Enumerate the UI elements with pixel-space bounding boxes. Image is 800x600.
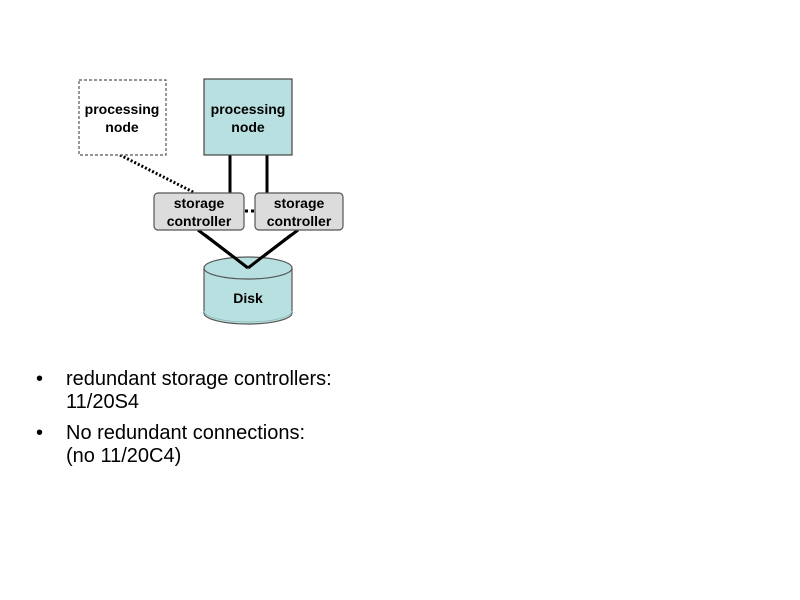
processing-node-optional: processing node [79,80,166,155]
storage-controller-right-label-line1: storage [274,195,325,211]
bullet-text: No redundant connections: (no 11/20C4) [66,422,305,467]
processing-node-label-line2: node [231,119,265,135]
edge-optional-node-to-left-controller [120,155,195,193]
bullet-item: • redundant storage controllers: 11/20S4 [36,368,332,414]
storage-controller-left: storage controller [154,193,244,230]
processing-node-label-line1: processing [211,101,286,117]
storage-controller-left-label-line1: storage [174,195,225,211]
storage-controller-left-label-line2: controller [167,213,232,229]
bullet-text: redundant storage controllers: 11/20S4 [66,368,332,413]
storage-controller-right-label-line2: controller [267,213,332,229]
redundancy-diagram: processing node processing node storage … [0,0,800,360]
processing-node-optional-label-line1: processing [85,101,160,117]
bullet-list: • redundant storage controllers: 11/20S4… [36,368,332,476]
bullet-marker: • [36,368,43,391]
disk-label: Disk [233,290,263,306]
storage-controller-right: storage controller [255,193,343,230]
bullet-item: • No redundant connections: (no 11/20C4) [36,422,332,468]
bullet-marker: • [36,422,43,445]
processing-node-optional-label-line2: node [105,119,139,135]
processing-node: processing node [204,79,292,155]
